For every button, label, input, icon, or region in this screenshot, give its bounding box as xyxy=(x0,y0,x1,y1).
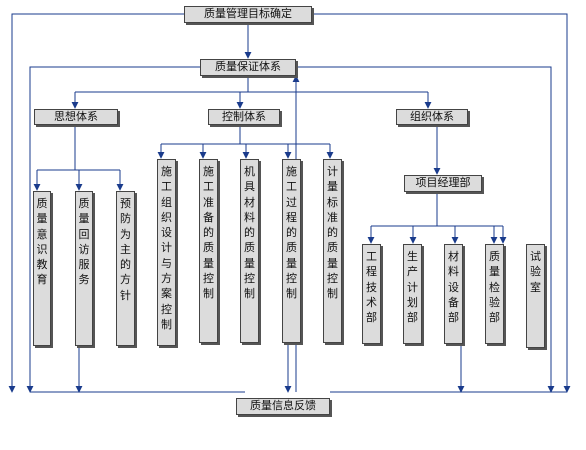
org-item: 质量检验部 xyxy=(485,244,504,344)
thought-item: 质量回访服务 xyxy=(75,191,93,346)
control-item-label: 施工准备的质量控制 xyxy=(203,165,214,301)
control-item-label: 机具材料的质量控制 xyxy=(244,165,255,301)
control-item-label: 计量标准的质量控制 xyxy=(327,165,338,301)
thought-item-label: 预防为主的方针 xyxy=(120,197,131,302)
assurance-system-box: 质量保证体系 xyxy=(200,59,296,76)
control-item: 施工组织设计与方案控制 xyxy=(157,159,176,346)
thought-item-label: 质量回访服务 xyxy=(78,197,90,287)
control-item: 计量标准的质量控制 xyxy=(323,159,342,343)
thought-item: 质量意识教育 xyxy=(33,191,51,346)
control-item-label: 施工过程的质量控制 xyxy=(286,165,297,301)
feedback-box: 质量信息反馈 xyxy=(236,398,330,415)
thought-system-box: 思想体系 xyxy=(34,109,118,125)
organization-system-box: 组织体系 xyxy=(396,109,468,125)
project-manager-box: 项目经理部 xyxy=(404,175,482,192)
org-item-label: 材料设备部 xyxy=(448,250,459,325)
org-item-label: 工程技术部 xyxy=(366,250,377,325)
thought-item: 预防为主的方针 xyxy=(116,191,135,346)
org-item-label: 试验室 xyxy=(530,250,541,294)
org-item: 生产计划部 xyxy=(403,244,422,344)
control-system-box: 控制体系 xyxy=(208,109,280,125)
control-item: 机具材料的质量控制 xyxy=(240,159,259,343)
title-box: 质量管理目标确定 xyxy=(184,6,312,23)
control-item: 施工准备的质量控制 xyxy=(199,159,218,343)
org-item-label: 生产计划部 xyxy=(407,250,418,325)
control-item: 施工过程的质量控制 xyxy=(282,159,301,343)
control-item-label: 施工组织设计与方案控制 xyxy=(161,165,172,331)
org-item: 材料设备部 xyxy=(444,244,463,344)
org-item: 工程技术部 xyxy=(362,244,381,344)
org-item: 试验室 xyxy=(526,244,545,348)
org-item-label: 质量检验部 xyxy=(489,250,500,325)
thought-item-label: 质量意识教育 xyxy=(36,197,48,287)
